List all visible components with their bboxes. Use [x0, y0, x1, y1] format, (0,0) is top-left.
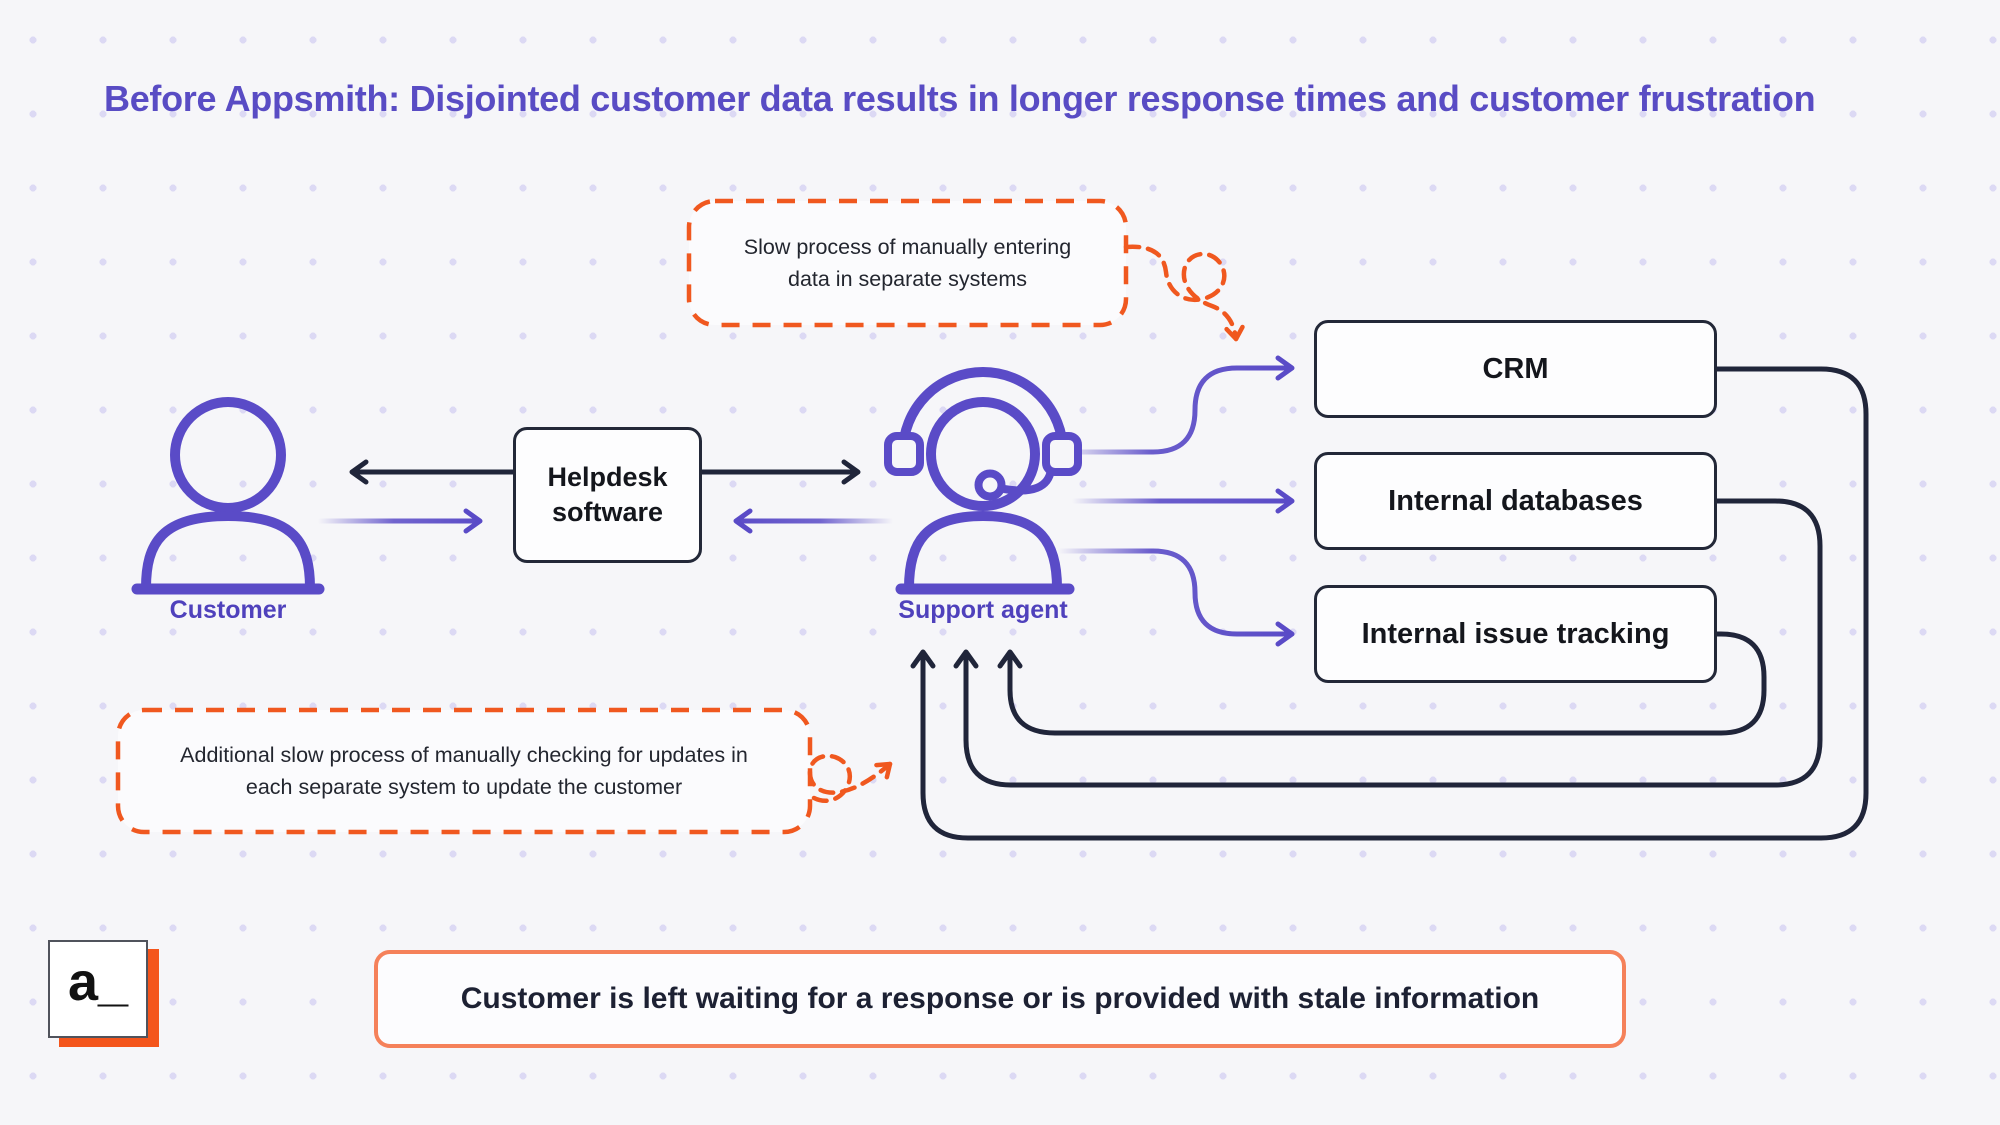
purple-arrows — [318, 355, 1295, 647]
return-loop-issue-tracking — [997, 631, 1767, 736]
headset-earcup-left — [884, 432, 924, 476]
return-loop-internal-databases — [953, 498, 1823, 788]
squiggle-arrow-checking — [807, 753, 893, 803]
return-loops — [910, 366, 1869, 841]
customer-body — [141, 510, 315, 589]
headset-band — [898, 367, 1068, 453]
support-agent-icon — [884, 367, 1082, 595]
customer-head — [170, 397, 286, 513]
mic-tip — [974, 469, 1006, 501]
arrow-agent-to-issue-tracking — [1058, 548, 1295, 647]
callout-entering-frame — [686, 198, 1129, 328]
squiggle-arrow-entering — [1123, 244, 1245, 342]
headset-earcup-right — [1042, 432, 1082, 476]
callout-checking-frame — [115, 707, 813, 835]
squiggle-arrows — [807, 244, 1245, 803]
arrow-agent-to-crm — [1058, 355, 1295, 455]
agent-body — [904, 510, 1062, 589]
customer-icon — [131, 397, 325, 595]
return-loop-crm — [910, 366, 1869, 841]
agent-head — [926, 397, 1040, 511]
